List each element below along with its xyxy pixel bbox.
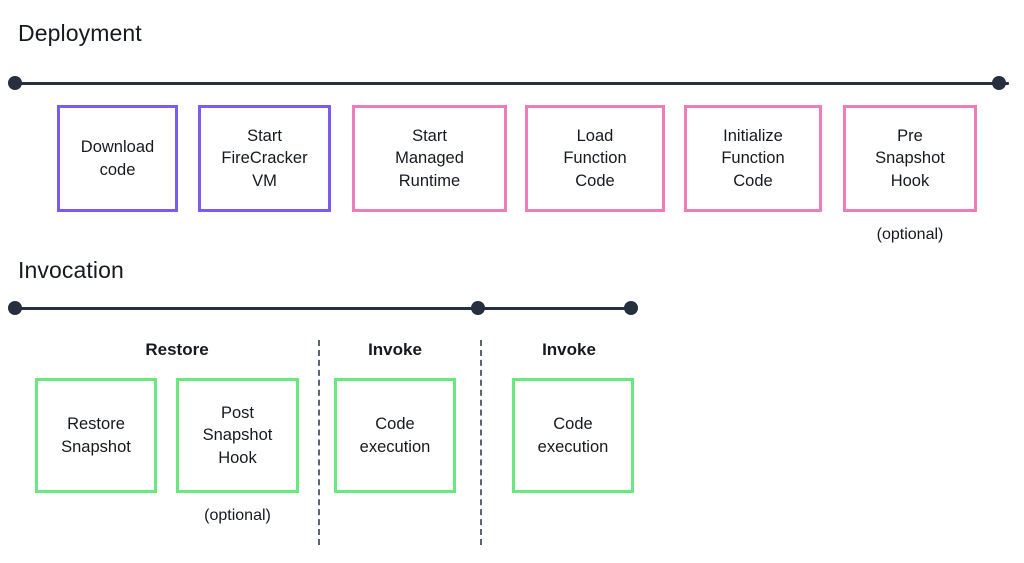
invocation-stage-restore-snapshot: Restore Snapshot bbox=[35, 378, 157, 493]
deployment-stage-pre-snapshot-hook: Pre Snapshot Hook bbox=[843, 105, 977, 212]
deployment-optional-caption-pre-snapshot-hook: (optional) bbox=[876, 226, 944, 243]
invocation-timeline-line bbox=[15, 307, 637, 310]
invocation-timeline-end-dot bbox=[624, 301, 638, 315]
invocation-phase-label-restore-0: Restore bbox=[145, 340, 209, 359]
invocation-timeline bbox=[8, 301, 644, 315]
stage-label: Code execution bbox=[537, 415, 609, 456]
deployment-timeline-end-dot bbox=[992, 76, 1006, 90]
deployment-stage-download-code: Download code bbox=[57, 105, 178, 212]
stage-label: Pre Snapshot Hook bbox=[875, 127, 945, 190]
stage-label: Load Function Code bbox=[563, 127, 627, 190]
invocation-optional-caption-post-snapshot-hook: (optional) bbox=[204, 507, 271, 524]
invocation-divider-1 bbox=[318, 340, 320, 545]
invocation-stage-post-snapshot-hook: Post Snapshot Hook bbox=[176, 378, 299, 493]
deployment-stage-start-firecracker-vm: Start FireCracker VM bbox=[198, 105, 331, 212]
invocation-timeline-start-dot bbox=[8, 301, 22, 315]
deployment-stage-load-function-code: Load Function Code bbox=[525, 105, 665, 212]
deployment-timeline bbox=[8, 76, 1016, 90]
stage-label: Post Snapshot Hook bbox=[202, 404, 273, 467]
deployment-heading: Deployment bbox=[18, 20, 142, 46]
invocation-phase-label-invoke-2: Invoke bbox=[542, 340, 596, 359]
invocation-stage-code-execution: Code execution bbox=[334, 378, 456, 493]
stage-label: Download code bbox=[80, 138, 155, 179]
invocation-phase-label-invoke-1: Invoke bbox=[368, 340, 422, 359]
invocation-divider-2 bbox=[480, 340, 482, 545]
stage-label: Initialize Function Code bbox=[721, 127, 785, 190]
deployment-stage-start-managed-runtime: Start Managed Runtime bbox=[352, 105, 507, 212]
invocation-heading: Invocation bbox=[18, 257, 124, 283]
stage-label: Start Managed Runtime bbox=[395, 127, 464, 190]
invocation-timeline-mid-dot bbox=[471, 301, 485, 315]
deployment-stage-initialize-function-code: Initialize Function Code bbox=[684, 105, 822, 212]
stage-label: Code execution bbox=[359, 415, 431, 456]
deployment-timeline-start-dot bbox=[8, 76, 22, 90]
deployment-timeline-line bbox=[15, 82, 1009, 85]
stage-label: Start FireCracker VM bbox=[221, 127, 308, 190]
stage-label: Restore Snapshot bbox=[61, 415, 131, 456]
invocation-stage-code-execution: Code execution bbox=[512, 378, 634, 493]
